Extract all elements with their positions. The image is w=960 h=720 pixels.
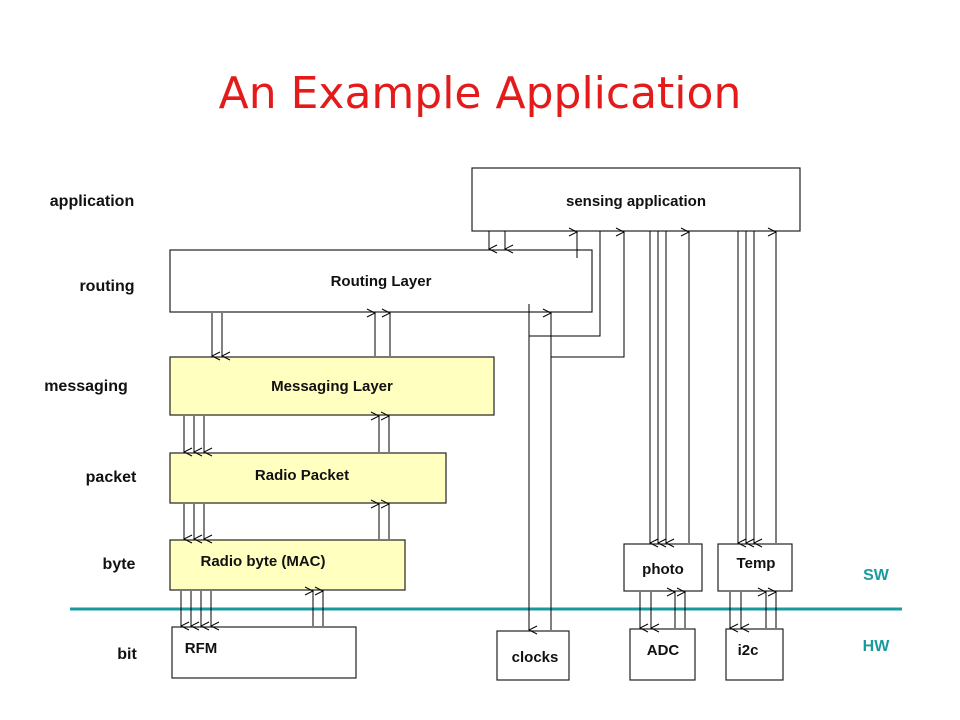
block-temp-label: Temp [737, 555, 776, 572]
block-clocks: clocks [496, 630, 570, 681]
block-sensing-application-box [471, 167, 801, 232]
block-routing-layer-box [169, 249, 593, 313]
arrow-elbow-to-app [551, 232, 624, 358]
block-clocks-label: clocks [512, 649, 559, 666]
block-clocks-box [496, 630, 570, 681]
hw-label: HW [863, 638, 891, 655]
block-photo: photo [623, 543, 703, 592]
block-routing-layer: Routing Layer [169, 249, 593, 313]
sw-label: SW [863, 567, 890, 584]
layer-label-bit: bit [117, 646, 137, 663]
connectors [181, 231, 776, 630]
block-temp: Temp [717, 543, 793, 592]
block-rfm-label: RFM [185, 640, 218, 657]
block-rfm-box [171, 626, 357, 679]
block-routing-layer-label: Routing Layer [331, 273, 432, 290]
block-sensing-application-label: sensing application [566, 193, 706, 210]
block-adc: ADC [629, 628, 696, 681]
block-radio-byte: Radio byte (MAC) [169, 539, 406, 591]
page-title: An Example Application [219, 68, 742, 119]
layer-labels: application routing messaging packet byt… [44, 193, 137, 663]
block-adc-label: ADC [647, 642, 680, 659]
block-i2c: i2c [725, 628, 784, 681]
layer-label-routing: routing [79, 278, 134, 295]
block-radio-packet-box [169, 452, 447, 504]
block-photo-box [623, 543, 703, 592]
block-i2c-box [725, 628, 784, 681]
block-radio-byte-box [169, 539, 406, 591]
block-messaging-layer-box [169, 356, 495, 416]
layer-label-packet: packet [86, 469, 137, 486]
block-rfm: RFM [171, 626, 357, 679]
block-temp-box [717, 543, 793, 592]
layer-label-messaging: messaging [44, 378, 128, 395]
block-radio-packet-label: Radio Packet [255, 467, 349, 484]
layer-label-byte: byte [103, 556, 136, 573]
block-radio-packet: Radio Packet [169, 452, 447, 504]
block-i2c-label: i2c [738, 642, 759, 659]
connector-app-elbow [529, 231, 601, 337]
block-sensing-application: sensing application [471, 167, 801, 232]
block-messaging-layer: Messaging Layer [169, 356, 495, 416]
block-adc-box [629, 628, 696, 681]
block-messaging-layer-label: Messaging Layer [271, 378, 393, 395]
layer-label-application: application [50, 193, 134, 210]
block-radio-byte-label: Radio byte (MAC) [201, 553, 326, 570]
block-photo-label: photo [642, 561, 684, 578]
